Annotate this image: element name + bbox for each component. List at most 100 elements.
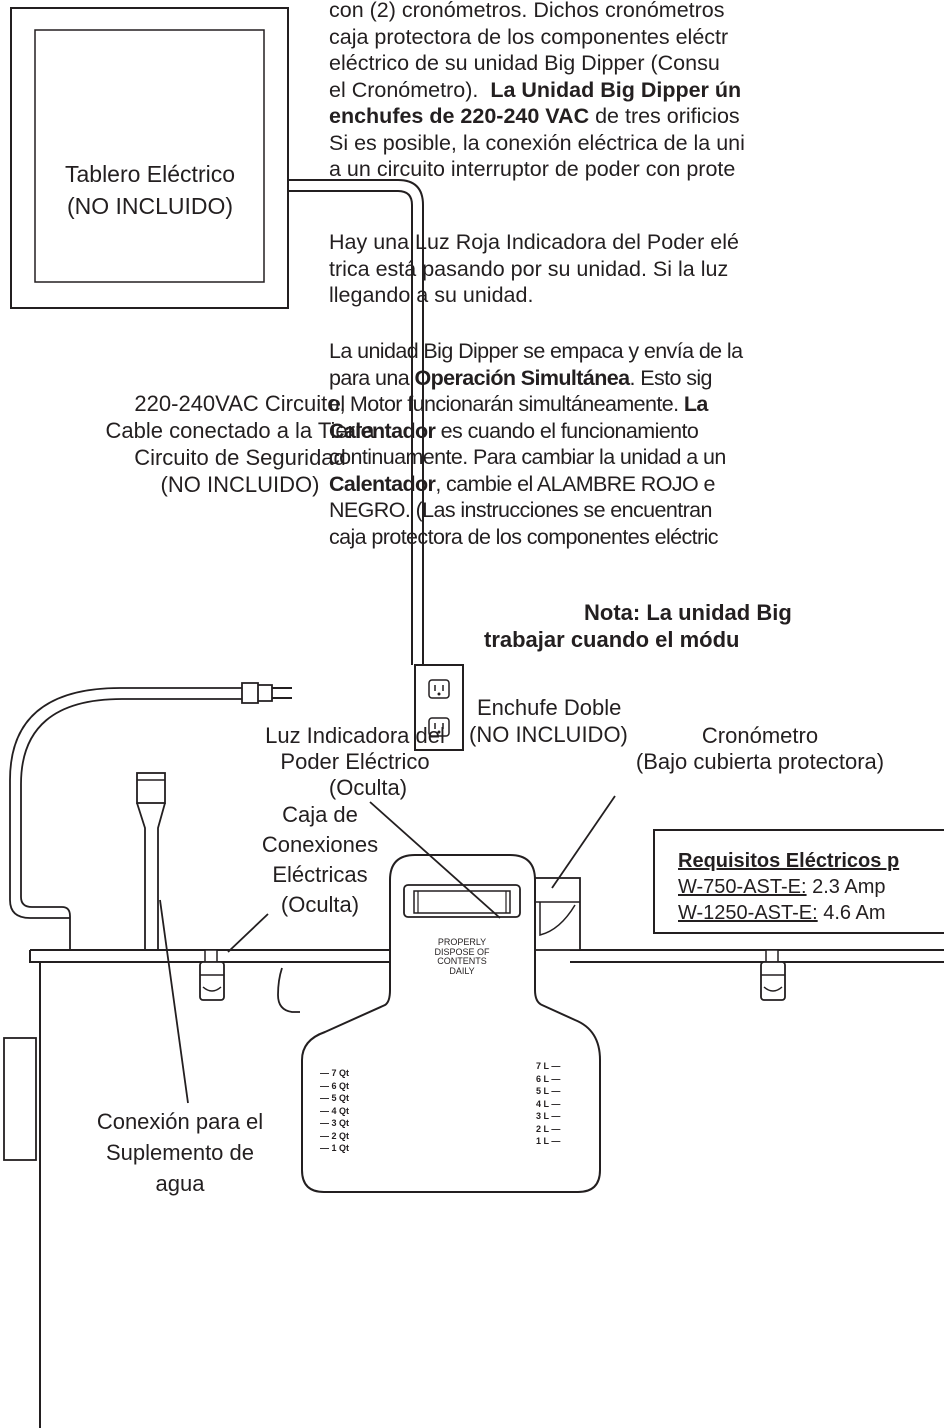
power-light-label: Luz Indicadora del Poder Eléctrico (Ocul… (240, 723, 470, 801)
quart-mark: — 1 Qt (320, 1143, 350, 1153)
paragraph-line: Calentador es cuando el funcionamiento (329, 418, 742, 445)
paragraph-line: caja protectora de los componentes eléct… (329, 24, 729, 49)
panel-label: Tablero Eléctrico (NO INCLUIDO) (40, 158, 260, 222)
jug-label: PROPERLY DISPOSE OF CONTENTS DAILY (412, 937, 512, 976)
liter-mark: 6 L — (536, 1073, 561, 1084)
paragraph-line: eléctrico de su unidad Big Dipper (Consu (329, 51, 720, 75)
quart-scale: — 7 Qt — 6 Qt — 5 Qt — 4 Qt — 3 Qt — 2 Q… (320, 1067, 349, 1155)
paragraph-text: es cuando el funcionamiento (435, 418, 699, 443)
paragraph-text: para una (329, 365, 415, 390)
requirements-title: Requisitos Eléctricos p (678, 848, 899, 874)
power-light-label-line: Poder Eléctrico (280, 749, 430, 774)
paragraph-text: el Motor funcionarán simultáneamente. (329, 392, 684, 416)
power-light-label-line: (Oculta) (328, 775, 408, 800)
requirements-row: W-750-AST-E: 2.3 Amp (678, 874, 886, 900)
requirements-row: W-1250-AST-E: 4.6 Am (678, 900, 886, 926)
outlet-label-line1: Enchufe Doble (477, 695, 622, 720)
paragraph-line: continuamente. Para cambiar la unidad a … (329, 445, 726, 469)
junction-box-label-line: Caja de (282, 802, 358, 827)
paragraph-bold: La Unidad Big Dipper ún (490, 77, 742, 102)
duplex-outlet (414, 664, 464, 751)
junction-box-label: Caja de Conexiones Eléctricas (Oculta) (230, 800, 410, 920)
paragraph-text: de tres orificios (589, 104, 740, 128)
paragraph-line: NEGRO. (Las instrucciones se encuentran (329, 498, 713, 522)
jug-label-line: DAILY (449, 965, 475, 976)
paragraph-line: Calentador, cambie el ALAMBRE ROJO e (329, 471, 742, 498)
panel-label-line: (NO INCLUIDO) (66, 193, 234, 219)
paragraph-line: caja protectora de los componentes eléct… (329, 524, 719, 549)
paragraph-line: para una Operación Simultánea. Esto sig (329, 365, 742, 392)
latch-right (760, 949, 786, 1001)
paragraph-line: a un circuito interruptor de poder con p… (329, 157, 736, 181)
jug-label-line: PROPERLY (437, 937, 487, 947)
jug-label-line: CONTENTS (437, 956, 487, 966)
paragraph-bold: enchufes de 220-240 VAC (329, 104, 590, 128)
junction-box-label-line: Eléctricas (272, 862, 368, 887)
quart-mark: — 6 Qt (320, 1080, 350, 1091)
circuit-label-line: (NO INCLUIDO) (160, 472, 320, 497)
panel-conduit-inner (288, 190, 413, 665)
paragraph-text: . Esto sig (629, 365, 712, 390)
jug-label-line: DISPOSE OF (434, 946, 490, 957)
water-supply-pipe (136, 772, 166, 950)
requirements-value: 2.3 Amp (806, 876, 886, 898)
requirements-title-text: Requisitos Eléctricos p (678, 850, 900, 872)
liter-mark: 1 L — (536, 1136, 561, 1146)
unit-top (3, 949, 944, 1428)
paragraph-1: con (2) cronómetros. Dichos cronómetros … (329, 0, 745, 183)
electrical-panel-inner (34, 29, 265, 283)
leader-water (159, 899, 189, 1104)
circuit-label-line: Cable conectado a la Tierra (105, 418, 375, 443)
quart-mark: — 5 Qt (320, 1093, 350, 1103)
liter-mark: 4 L — (536, 1098, 561, 1109)
liter-mark: 3 L — (536, 1111, 561, 1121)
paragraph-line: llegando a su unidad. (329, 283, 534, 307)
requirements-model: W-1250-AST-E: (678, 902, 818, 924)
liter-mark: 7 L — (536, 1061, 561, 1071)
circuit-label-line: 220-240VAC Circuito, (134, 391, 346, 416)
electrical-panel-box (10, 7, 289, 309)
paragraph-line: Hay una Luz Roja Indicadora del Poder el… (329, 230, 739, 254)
water-supply-label: Conexión para el Suplemento de agua (60, 1106, 300, 1199)
power-cord (9, 682, 292, 950)
jug (301, 854, 601, 1193)
paragraph-line: trica está pasando por su unidad. Si la … (329, 256, 729, 281)
water-supply-label-line: agua (155, 1171, 205, 1196)
paragraph-text: , cambie el ALAMBRE ROJO e (435, 471, 715, 496)
requirements-model: W-750-AST-E: (678, 876, 807, 898)
spigot (277, 967, 300, 1013)
paragraph-line: el Cronómetro). La Unidad Big Dipper ún (329, 77, 745, 104)
timer-label-line: Cronómetro (701, 723, 819, 748)
paragraph-bold: Operación Simultánea (414, 365, 630, 390)
paragraph-line: La unidad Big Dipper se empaca y envía d… (329, 339, 743, 363)
quart-mark: — 7 Qt (320, 1068, 350, 1078)
leader-power-light (369, 801, 501, 919)
paragraph-bold: La (683, 392, 708, 416)
paragraph-line: el Motor funcionarán simultáneamente. La (329, 391, 742, 418)
water-supply-label-line: Suplemento de (106, 1140, 254, 1165)
outlet-label-line2: (NO INCLUIDO) (469, 722, 628, 747)
latch-left (199, 949, 225, 1001)
liter-scale: 7 L — 6 L — 5 L — 4 L — 3 L — 2 L — 1 L … (536, 1060, 560, 1148)
liter-mark: 2 L — (536, 1123, 561, 1134)
paragraph-bold: Calentador (329, 471, 436, 496)
power-light-label-line: Luz Indicadora del (265, 723, 445, 748)
paragraph-line: enchufes de 220-240 VAC de tres orificio… (329, 103, 745, 130)
paragraph-line: Si es posible, la conexión eléctrica de … (329, 130, 745, 155)
circuit-label-line: Circuito de Seguridad (134, 445, 346, 470)
timer-label-line: (Bajo cubierta protectora) (635, 749, 885, 774)
paragraph-line: con (2) cronómetros. Dichos cronómetros (329, 0, 725, 22)
note-line-1: Nota: La unidad Big (584, 600, 792, 625)
paragraph-text: el Cronómetro). (329, 77, 479, 102)
quart-mark: — 3 Qt (320, 1118, 350, 1128)
quart-mark: — 4 Qt (320, 1105, 350, 1116)
junction-box-label-line: (Oculta) (280, 892, 360, 917)
panel-conduit (288, 179, 424, 665)
leader-timer (551, 795, 616, 889)
note-line-2: trabajar cuando el módu (484, 627, 740, 652)
paragraph-2: Hay una Luz Roja Indicadora del Poder el… (329, 229, 739, 309)
requirements-box (653, 829, 944, 934)
panel-label-line: Tablero Eléctrico (64, 161, 236, 187)
